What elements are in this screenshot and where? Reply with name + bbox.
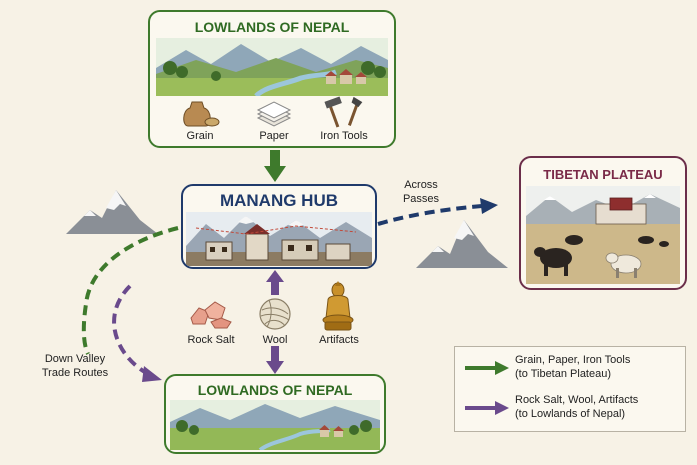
buddha-statue-icon [320, 280, 356, 332]
manang-hub-title: MANANG HUB [183, 191, 375, 211]
purple-arrow-up [264, 270, 286, 296]
iron-tools-icon [322, 96, 366, 128]
purple-arrow-down [264, 346, 286, 376]
top-good-paper-label: Paper [250, 130, 298, 142]
bottom-lowlands-panel: LOWLANDS OF NEPAL [164, 374, 386, 454]
legend-item-2-text: Rock Salt, Wool, Artifacts (to Lowlands … [515, 393, 638, 421]
legend-item-1-text: Grain, Paper, Iron Tools (to Tibetan Pla… [515, 353, 630, 381]
tibetan-plateau-panel: TIBETAN PLATEAU [519, 156, 687, 290]
top-good-iron-tools-label: Iron Tools [314, 130, 374, 142]
across-passes-label: Across Passes [396, 178, 446, 206]
hub-good-wool-label: Wool [250, 334, 300, 346]
manang-village-illustration [186, 212, 372, 266]
legend-green-arrow [465, 361, 509, 375]
paper-stack-icon [254, 100, 294, 128]
tibetan-plateau-landscape [526, 186, 680, 284]
top-lowlands-panel: LOWLANDS OF NEPAL Grain Paper [148, 10, 396, 148]
rock-salt-icon [187, 296, 235, 330]
mountain-illustration-right [416, 216, 508, 270]
top-lowlands-title: LOWLANDS OF NEPAL [150, 19, 394, 35]
bottom-lowlands-title: LOWLANDS OF NEPAL [166, 382, 384, 398]
wool-ball-icon [257, 296, 293, 332]
top-good-grain-label: Grain [176, 130, 224, 142]
top-lowlands-landscape [156, 38, 388, 96]
green-arrow-down [262, 150, 288, 184]
hub-good-artifacts-label: Artifacts [312, 334, 366, 346]
down-valley-label: Down Valley Trade Routes [30, 352, 120, 380]
legend-purple-arrow [465, 401, 509, 415]
tibetan-plateau-title: TIBETAN PLATEAU [521, 167, 685, 182]
bottom-lowlands-landscape [170, 400, 380, 450]
grain-sack-icon [180, 98, 220, 128]
manang-hub-panel: MANANG HUB [181, 184, 377, 269]
legend-box: Grain, Paper, Iron Tools (to Tibetan Pla… [454, 346, 686, 432]
hub-good-rock-salt-label: Rock Salt [180, 334, 242, 346]
